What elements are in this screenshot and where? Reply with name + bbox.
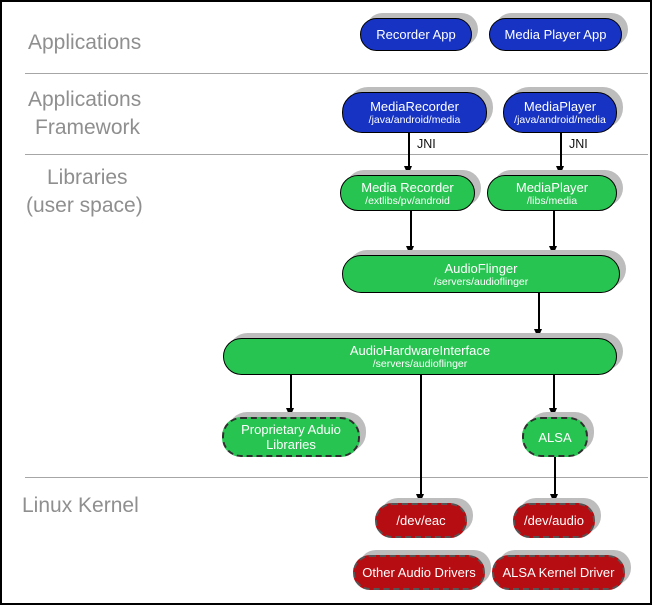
layer-label-linux-kernel: Linux Kernel: [22, 494, 139, 517]
node-title: Other Audio Drivers: [362, 565, 476, 580]
connector-line-ahi-to-dev-eac: [420, 375, 422, 496]
node-subtitle: /extlibs/pv/android: [365, 194, 450, 207]
layer-label-applications: Applications: [28, 31, 142, 54]
jni-label-right: JNI: [569, 137, 588, 151]
node-subtitle: /java/android/media: [514, 114, 606, 126]
node-title: Recorder App: [376, 27, 456, 42]
layer-label-libraries-line1: Libraries: [47, 166, 128, 189]
separator-applications: [25, 73, 648, 74]
node-title: /dev/audio: [524, 513, 584, 528]
connector-line-alsa-to-dev-audio: [554, 457, 556, 496]
arrow-down-icon: [549, 408, 557, 417]
connector-line-ahi-to-alsa: [553, 375, 555, 410]
connector-line-mediaplayer-to-audioflinger: [553, 211, 555, 248]
arrow-down-icon: [556, 166, 564, 175]
node-subtitle: /servers/audioflinger: [372, 358, 468, 370]
separator-framework: [25, 154, 648, 155]
node-audiohardwareinterface: AudioHardwareInterface /servers/audiofli…: [223, 338, 617, 375]
node-title: AudioFlinger: [444, 260, 518, 276]
node-title: /dev/eac: [396, 513, 446, 528]
layer-label-framework-line1: Applications: [28, 88, 142, 111]
connector-line-mediaplayer-jni: [560, 133, 562, 168]
node-subtitle: /libs/media: [526, 194, 578, 207]
jni-label-left: JNI: [417, 137, 436, 151]
node-title: MediaPlayer: [523, 99, 597, 114]
arrow-down-icon: [406, 246, 414, 255]
node-alsa-kernel-driver: ALSA Kernel Driver: [492, 555, 625, 590]
node-media-recorder-lib: Media Recorder /extlibs/pv/android: [340, 175, 475, 211]
arrow-down-icon: [416, 494, 424, 503]
separator-kernel: [25, 477, 648, 478]
node-media-player-app: Media Player App: [489, 18, 622, 51]
node-subtitle: /java/android/media: [368, 114, 461, 126]
node-title: ALSA Kernel Driver: [502, 565, 615, 580]
node-dev-eac: /dev/eac: [375, 503, 467, 538]
layer-label-libraries-line2: (user space): [26, 194, 143, 217]
node-title: MediaPlayer: [515, 179, 589, 195]
node-title: Proprietary Aduio: [241, 422, 341, 437]
connector-line-mediarecorder-jni: [408, 133, 410, 168]
node-title: MediaRecorder: [370, 99, 459, 114]
node-proprietary-audio-libraries: Proprietary Aduio Libraries: [222, 417, 360, 457]
node-title: AudioHardwareInterface: [349, 343, 491, 358]
node-audioflinger: AudioFlinger /servers/audioflinger: [342, 255, 620, 293]
node-other-audio-drivers: Other Audio Drivers: [353, 555, 485, 590]
connector-line-mediarecorder-to-audioflinger: [410, 211, 412, 248]
node-dev-audio: /dev/audio: [513, 503, 595, 538]
node-title: Media Player App: [504, 27, 607, 42]
arrow-down-icon: [404, 166, 412, 175]
node-mediarecorder-framework: MediaRecorder /java/android/media: [342, 92, 487, 133]
arrow-down-icon: [286, 408, 294, 417]
arrow-down-icon: [534, 329, 542, 338]
node-alsa: ALSA: [522, 417, 588, 457]
node-mediaplayer-lib: MediaPlayer /libs/media: [487, 175, 617, 211]
node-mediaplayer-framework: MediaPlayer /java/android/media: [503, 92, 617, 133]
layer-label-framework-line2: Framework: [35, 116, 141, 139]
node-recorder-app: Recorder App: [360, 18, 472, 51]
node-title-line2: Libraries: [266, 437, 316, 452]
connector-line-audioflinger-to-ahi: [538, 293, 540, 331]
node-title: ALSA: [538, 429, 572, 445]
connector-line-ahi-to-proprietary: [290, 375, 292, 410]
node-subtitle: /servers/audioflinger: [433, 275, 529, 288]
node-title: Media Recorder: [361, 179, 454, 195]
arrow-down-icon: [549, 246, 557, 255]
arrow-down-icon: [550, 494, 558, 503]
